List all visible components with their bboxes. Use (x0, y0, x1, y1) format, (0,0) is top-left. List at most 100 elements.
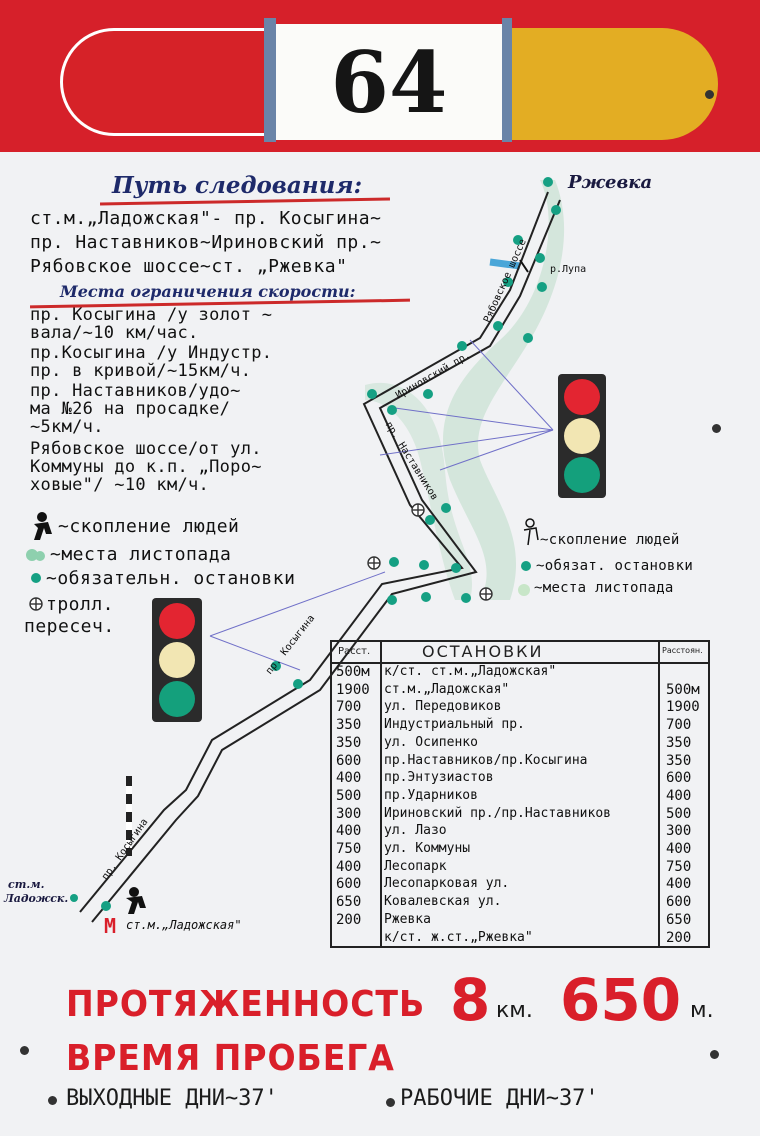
terminus-bottom-label-1: ст.м. (8, 878, 45, 891)
legend-right-crowd: ~скопление людей (540, 532, 680, 548)
traffic-light-icon (558, 374, 606, 498)
table-cell-distance-right: 600 (666, 770, 692, 787)
table-cell-stop-name: к/ст. ж.ст.„Ржевка" (384, 929, 533, 945)
stop-icon (70, 894, 78, 902)
speed-limit-2-line-2: пр. в кривой/~15км/ч. (30, 361, 252, 381)
stop-icon (425, 515, 435, 525)
table-cell-stop-name: Лесопарк (384, 858, 447, 874)
stop-icon (423, 389, 433, 399)
table-cell-distance-left: 500 (336, 787, 362, 804)
table-column-divider (658, 642, 660, 946)
route-line (79, 191, 561, 923)
bullet-icon (48, 1096, 57, 1105)
stop-icon (271, 661, 281, 671)
metro-icon: M (104, 914, 117, 938)
trolley-crossing-icon (29, 597, 43, 611)
weekend-time: ВЫХОДНЫЕ ДНИ~37' (66, 1086, 278, 1111)
table-header-divider (332, 662, 708, 664)
bullet-icon (386, 1098, 395, 1107)
legend-left-trolley-1: тролл. (46, 594, 115, 615)
terminus-bottom-label-2: Ладожск. (4, 892, 69, 905)
table-cell-stop-name: ул. Осипенко (384, 734, 478, 750)
speed-limit-1-line-1: пр. Косыгина /у золот ~ (30, 305, 273, 325)
stop-icon (421, 592, 431, 602)
table-cell-distance-right: 350 (666, 752, 692, 769)
screw-icon (20, 1046, 29, 1055)
route-line-2: пр. Наставников~Ириновский пр.~ (30, 232, 382, 253)
table-cell-distance-right: 400 (666, 841, 692, 857)
speed-limit-4-line-2: Коммуны до к.п. „Поро~ (30, 457, 262, 477)
legend-left-trolley-2: пересеч. (24, 616, 115, 637)
stop-icon (389, 557, 399, 567)
table-cell-distance-left: 400 (336, 770, 362, 787)
table-cell-distance-right: 400 (666, 876, 692, 893)
stop-icon (543, 177, 553, 187)
table-cell-stop-name: Лесопарковая ул. (384, 876, 510, 892)
table-cell-distance-left: 700 (336, 699, 362, 716)
speed-limit-3-line-2: ма №26 на просадке/ (30, 399, 231, 419)
stop-icon (367, 389, 377, 399)
stop-icon (503, 277, 513, 287)
river (489, 258, 521, 270)
stop-icon (387, 595, 397, 605)
traffic-light-icon (152, 598, 202, 722)
table-column-divider (380, 642, 382, 946)
yellow-lamp (159, 642, 195, 678)
length-m-value: 650 (560, 966, 682, 1034)
speed-limit-3-line-3: ~5км/ч. (30, 417, 104, 437)
stop-icon (535, 253, 545, 263)
length-label: ПРОТЯЖЕННОСТЬ (66, 984, 426, 1025)
stop-icon (461, 593, 471, 603)
river-label: р.Лупа (550, 264, 587, 275)
stop-icon (551, 205, 561, 215)
table-cell-distance-right: 700 (666, 717, 692, 734)
table-cell-distance-left: 600 (336, 752, 362, 769)
yellow-lamp (564, 418, 600, 454)
river-marker (519, 259, 529, 273)
stop-icon (293, 679, 303, 689)
table-cell-distance-left: 300 (336, 805, 362, 822)
legend-right-leaf: ~места листопада (534, 580, 674, 596)
table-cell-stop-name: пр.Наставников/пр.Косыгина (384, 752, 588, 768)
stop-icon (387, 405, 397, 415)
legend-left-crowd: ~скопление людей (58, 516, 240, 537)
metro-label: ст.м.„Ладожская" (126, 918, 242, 932)
table-cell-distance-left: 750 (336, 841, 362, 857)
legend-left-leaf: ~места листопада (50, 544, 232, 565)
length-km-unit: км. (496, 998, 533, 1023)
screw-icon (712, 424, 721, 433)
crowd-icon (126, 887, 146, 914)
table-cell-stop-name: Ковалевская ул. (384, 894, 502, 910)
table-cell-distance-right: 500 (666, 805, 692, 822)
speed-limit-3-line-1: пр. Наставников/удо~ (30, 381, 241, 401)
table-cell-distance-right: 600 (666, 894, 692, 911)
table-cell-distance-right: 300 (666, 823, 692, 840)
table-cell-stop-name: пр.Ударников (384, 787, 478, 803)
stop-icon (451, 563, 461, 573)
red-lamp (564, 379, 600, 415)
stop-icon (31, 573, 41, 583)
table-cell-distance-left: 400 (336, 858, 362, 875)
trolley-crossings (367, 503, 493, 601)
speed-limit-4-line-3: ховые"/ ~10 км/ч. (30, 475, 210, 495)
crowd-icon (34, 512, 52, 540)
leaf-fall-icon (35, 551, 45, 561)
table-cell-distance-right: 350 (666, 734, 692, 751)
stop-icon (523, 333, 533, 343)
legend-right-stop: ~обязат. остановки (536, 558, 694, 574)
screw-icon (705, 90, 714, 99)
table-cell-distance-left: 350 (336, 734, 362, 751)
header-separator-left (264, 18, 276, 142)
stop-icon (537, 282, 547, 292)
table-cell-distance-left: 400 (336, 823, 362, 840)
red-lamp (159, 603, 195, 639)
table-cell-distance-left: 350 (336, 717, 362, 734)
header-separator-right (502, 18, 512, 142)
table-cell-distance-right: 500м (666, 681, 700, 698)
route-title: Путь следования: (112, 172, 363, 199)
weekday-time: РАБОЧИЕ ДНИ~37' (400, 1086, 599, 1111)
pointer-lines (209, 339, 554, 671)
length-km-value: 8 (450, 966, 491, 1034)
